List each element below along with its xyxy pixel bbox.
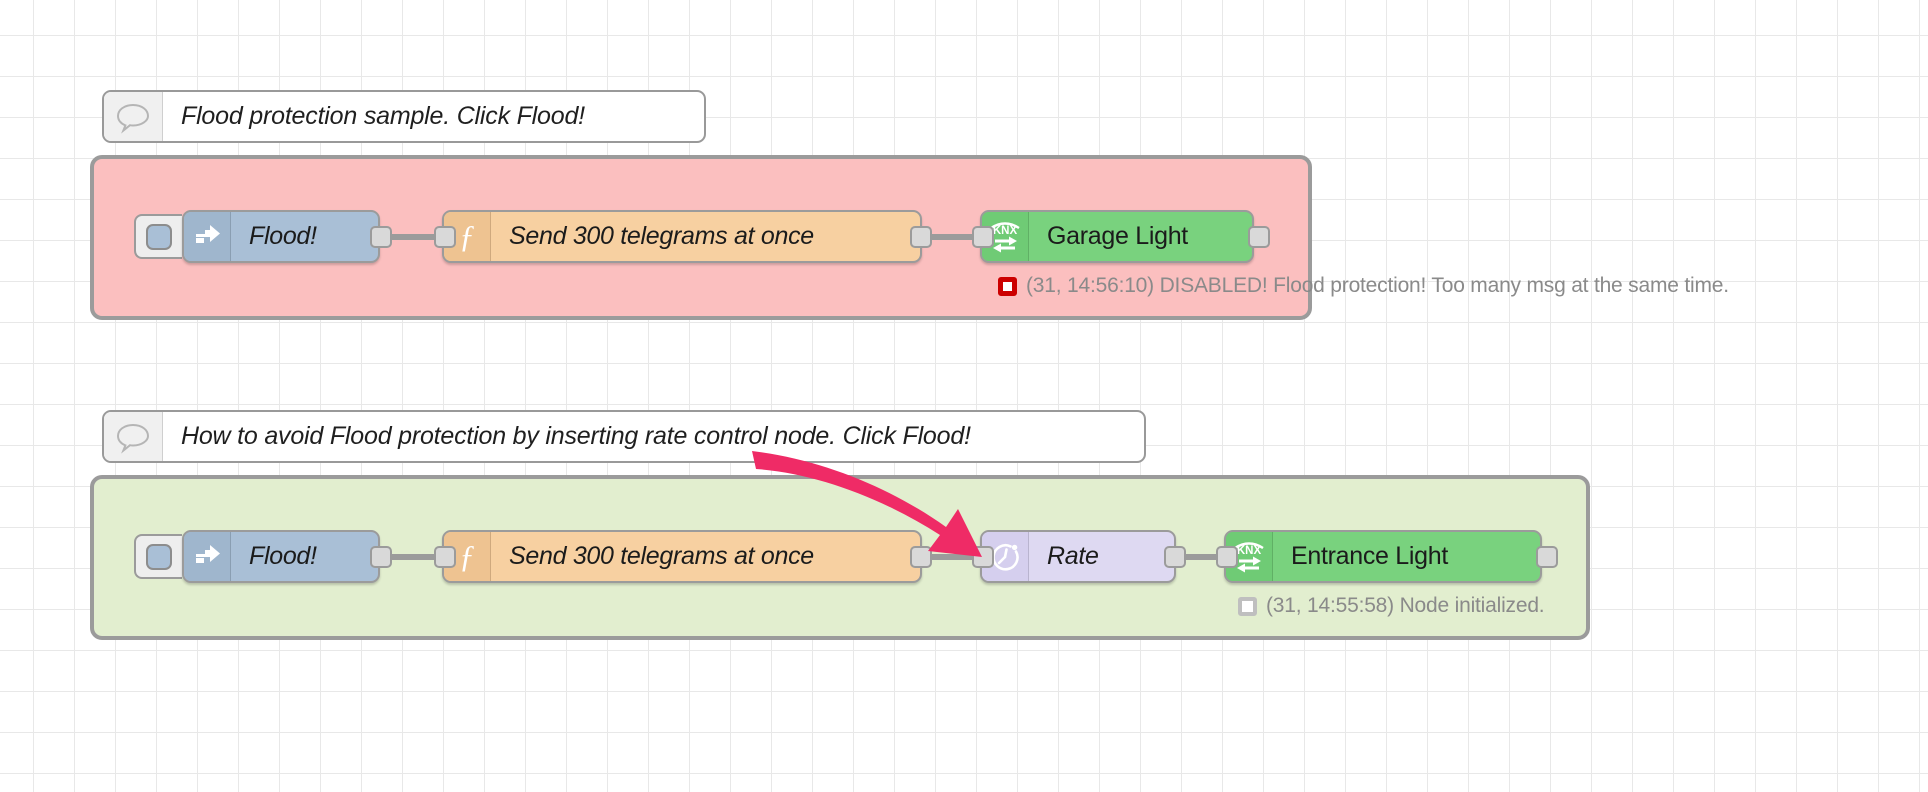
port-input-function-1[interactable] [434, 226, 456, 248]
comment-bubble-icon [104, 412, 163, 461]
wire-function-to-knx [916, 234, 988, 240]
svg-text:ƒ: ƒ [459, 218, 475, 254]
svg-text:KNX: KNX [1237, 545, 1262, 557]
port-output-inject-2[interactable] [370, 546, 392, 568]
inject-button-flood-2[interactable] [134, 534, 182, 579]
svg-text:ƒ: ƒ [459, 538, 475, 574]
node-label: Flood! [249, 542, 317, 570]
svg-text:KNX: KNX [993, 225, 1018, 237]
inject-arrow-icon [184, 532, 231, 581]
inject-arrow-icon [184, 212, 231, 261]
port-input-knx-2[interactable] [1216, 546, 1238, 568]
status-text: (31, 14:55:58) Node initialized. [1266, 594, 1545, 617]
node-function-send300-2[interactable]: ƒ Send 300 telegrams at once [442, 530, 922, 583]
node-rate-control[interactable]: Rate [980, 530, 1176, 583]
port-output-rate[interactable] [1164, 546, 1186, 568]
red-square-status-icon [998, 276, 1017, 296]
node-knx-entrance-light[interactable]: KNX Entrance Light [1224, 530, 1542, 583]
port-input-knx-1[interactable] [972, 226, 994, 248]
inject-button-flood-1[interactable] [134, 214, 182, 259]
status-text: (31, 14:56:10) DISABLED! Flood protectio… [1026, 274, 1729, 297]
wire-function-to-rate [916, 554, 988, 560]
port-input-function-2[interactable] [434, 546, 456, 568]
inject-button-square-icon [146, 543, 172, 570]
node-label: Flood! [249, 222, 317, 250]
node-label: Entrance Light [1291, 542, 1449, 570]
node-inject-flood-1[interactable]: Flood! [182, 210, 380, 263]
grey-square-status-icon [1238, 596, 1257, 616]
port-output-knx-1[interactable] [1248, 226, 1270, 248]
port-input-rate[interactable] [972, 546, 994, 568]
status-knx-entrance-light: (31, 14:55:58) Node initialized. [1238, 594, 1545, 618]
comment-node-flood-sample[interactable]: Flood protection sample. Click Flood! [102, 90, 706, 143]
node-label: Send 300 telegrams at once [509, 222, 814, 250]
node-label: Rate [1047, 542, 1099, 570]
wire-inject-to-function [378, 234, 450, 240]
comment-bubble-icon [104, 92, 163, 141]
comment-text: How to avoid Flood protection by inserti… [181, 422, 971, 450]
comment-node-rate-control[interactable]: How to avoid Flood protection by inserti… [102, 410, 1146, 463]
node-knx-garage-light[interactable]: KNX Garage Light [980, 210, 1254, 263]
port-output-inject-1[interactable] [370, 226, 392, 248]
node-function-send300-1[interactable]: ƒ Send 300 telegrams at once [442, 210, 922, 263]
node-inject-flood-2[interactable]: Flood! [182, 530, 380, 583]
node-label: Garage Light [1047, 222, 1188, 250]
port-output-knx-2[interactable] [1536, 546, 1558, 568]
wire-inject-to-function-2 [378, 554, 450, 560]
inject-button-square-icon [146, 223, 172, 250]
port-output-function-2[interactable] [910, 546, 932, 568]
status-knx-garage-light: (31, 14:56:10) DISABLED! Flood protectio… [998, 274, 1729, 298]
knx-exchange-icon: KNX [982, 212, 1029, 261]
comment-text: Flood protection sample. Click Flood! [181, 102, 585, 130]
node-label: Send 300 telegrams at once [509, 542, 814, 570]
port-output-function-1[interactable] [910, 226, 932, 248]
wire-rate-to-knx [1170, 554, 1242, 560]
